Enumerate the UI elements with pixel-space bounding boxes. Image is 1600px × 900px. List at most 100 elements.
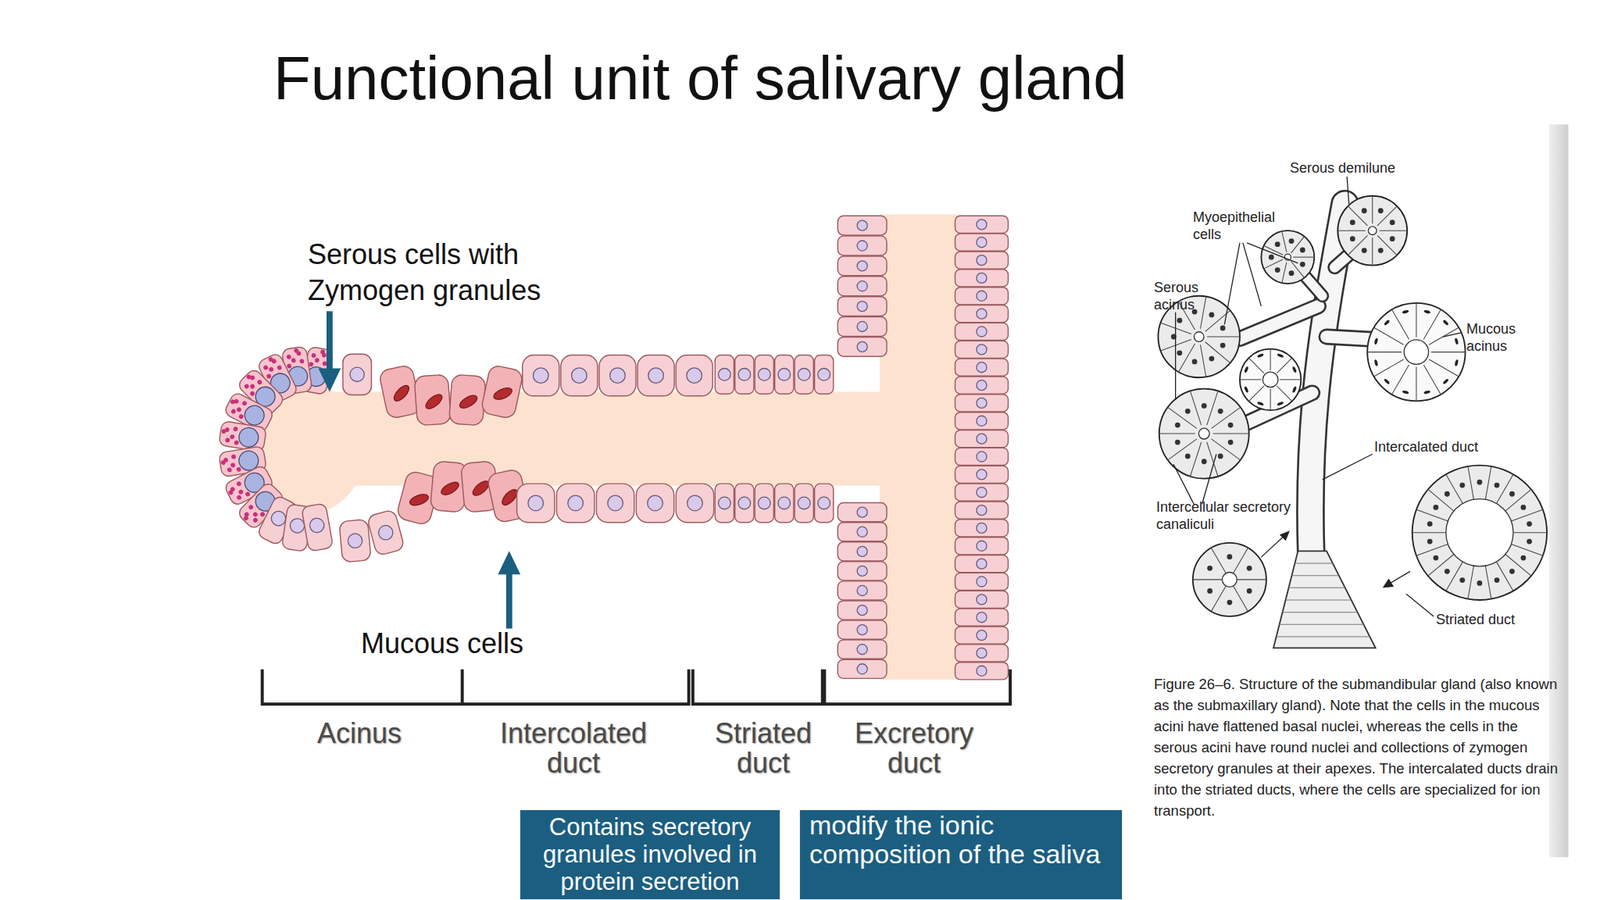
cell xyxy=(955,662,1009,680)
cell xyxy=(837,620,887,640)
nucleus xyxy=(718,368,732,382)
round-nucleus xyxy=(1207,588,1213,594)
pointer-arrow-head xyxy=(318,368,342,393)
cell-body xyxy=(837,215,887,236)
segment-label: Intercolated duct xyxy=(487,718,660,779)
flattened-nucleus xyxy=(408,492,430,508)
nucleus xyxy=(976,612,987,623)
cell xyxy=(837,336,887,357)
cell xyxy=(837,522,887,542)
cell xyxy=(339,519,372,563)
round-nucleus xyxy=(1192,359,1198,365)
cell-border xyxy=(1392,364,1410,395)
cell xyxy=(517,483,555,523)
cell-body xyxy=(955,394,1009,412)
round-nucleus xyxy=(1268,254,1275,261)
cell-border xyxy=(1467,565,1474,599)
zymogen-granule xyxy=(252,517,259,524)
zymogen-granule xyxy=(242,514,250,522)
cell-body xyxy=(955,305,1009,323)
nucleus xyxy=(377,524,395,542)
round-nucleus xyxy=(1444,491,1450,497)
flattened-nucleus xyxy=(1383,378,1390,385)
round-nucleus xyxy=(1220,325,1226,332)
zymogen-granule xyxy=(235,467,242,473)
segment-brackets xyxy=(262,669,1011,704)
cell-border xyxy=(1423,309,1441,340)
hatch-line xyxy=(1285,599,1352,600)
flattened-nucleus xyxy=(1383,319,1390,326)
cell-border xyxy=(1379,230,1408,232)
round-nucleus xyxy=(1494,577,1500,583)
cell-body xyxy=(955,287,1009,305)
cell xyxy=(556,483,594,523)
cell xyxy=(955,358,1009,376)
nucleus xyxy=(976,487,987,498)
cell-border xyxy=(1282,262,1287,283)
round-nucleus xyxy=(1228,439,1234,446)
cell-body xyxy=(837,296,887,317)
cell-body xyxy=(714,355,734,395)
cell-border xyxy=(1276,385,1292,401)
cell xyxy=(342,353,372,395)
round-nucleus xyxy=(1246,588,1253,594)
cell-body xyxy=(955,430,1009,448)
cell-border xyxy=(1423,364,1441,395)
cell-body xyxy=(955,376,1009,394)
cell xyxy=(675,355,713,397)
acinus-outline xyxy=(1192,542,1267,617)
nucleus xyxy=(976,415,987,426)
cell-border xyxy=(1496,474,1514,504)
cell-body xyxy=(955,501,1009,519)
nucleus xyxy=(567,495,584,511)
nucleus xyxy=(857,664,868,675)
cell xyxy=(955,501,1009,519)
round-nucleus xyxy=(1185,453,1191,460)
nucleus xyxy=(976,380,987,391)
leader-line xyxy=(1175,312,1176,400)
cell xyxy=(955,572,1009,590)
cell-border xyxy=(1347,235,1368,255)
flattened-nucleus xyxy=(423,392,445,412)
nucleus xyxy=(857,526,868,537)
cell xyxy=(955,322,1009,340)
round-nucleus xyxy=(1476,479,1483,486)
cell-body xyxy=(955,447,1009,465)
cell-border xyxy=(1236,578,1267,580)
cell-border xyxy=(1415,366,1417,401)
round-nucleus xyxy=(1201,458,1208,465)
cell-body xyxy=(955,322,1009,340)
cell-body xyxy=(955,608,1009,626)
figure-label: Mucous acinus xyxy=(1466,320,1529,355)
cell-body xyxy=(637,355,675,397)
cell-body xyxy=(837,317,887,337)
flattened-nucleus xyxy=(1442,378,1449,385)
cell xyxy=(955,340,1009,358)
zymogen-granule xyxy=(256,378,263,386)
cell xyxy=(735,483,754,523)
round-nucleus xyxy=(1217,453,1224,460)
flattened-nucleus xyxy=(1374,359,1379,367)
cell-border xyxy=(1371,196,1373,225)
nucleus xyxy=(976,451,987,462)
cell xyxy=(955,215,1009,233)
nucleus xyxy=(976,540,987,551)
cell xyxy=(955,305,1009,323)
cell-body xyxy=(837,581,887,600)
cell-border xyxy=(1282,231,1287,252)
cell-border xyxy=(1374,327,1404,345)
lumen xyxy=(1367,226,1377,236)
flattened-nucleus xyxy=(1276,353,1284,359)
cell-body xyxy=(955,465,1009,483)
cell xyxy=(794,355,814,395)
cell-border xyxy=(1159,433,1196,435)
round-nucleus xyxy=(1201,403,1208,409)
cell xyxy=(955,644,1009,662)
zymogen-granule xyxy=(314,357,320,364)
cell-body xyxy=(955,269,1009,287)
cell-body xyxy=(837,600,887,620)
cell-border xyxy=(1367,351,1402,353)
nucleus xyxy=(857,605,868,616)
cell-body xyxy=(635,483,674,523)
zymogen-granule xyxy=(290,357,297,364)
